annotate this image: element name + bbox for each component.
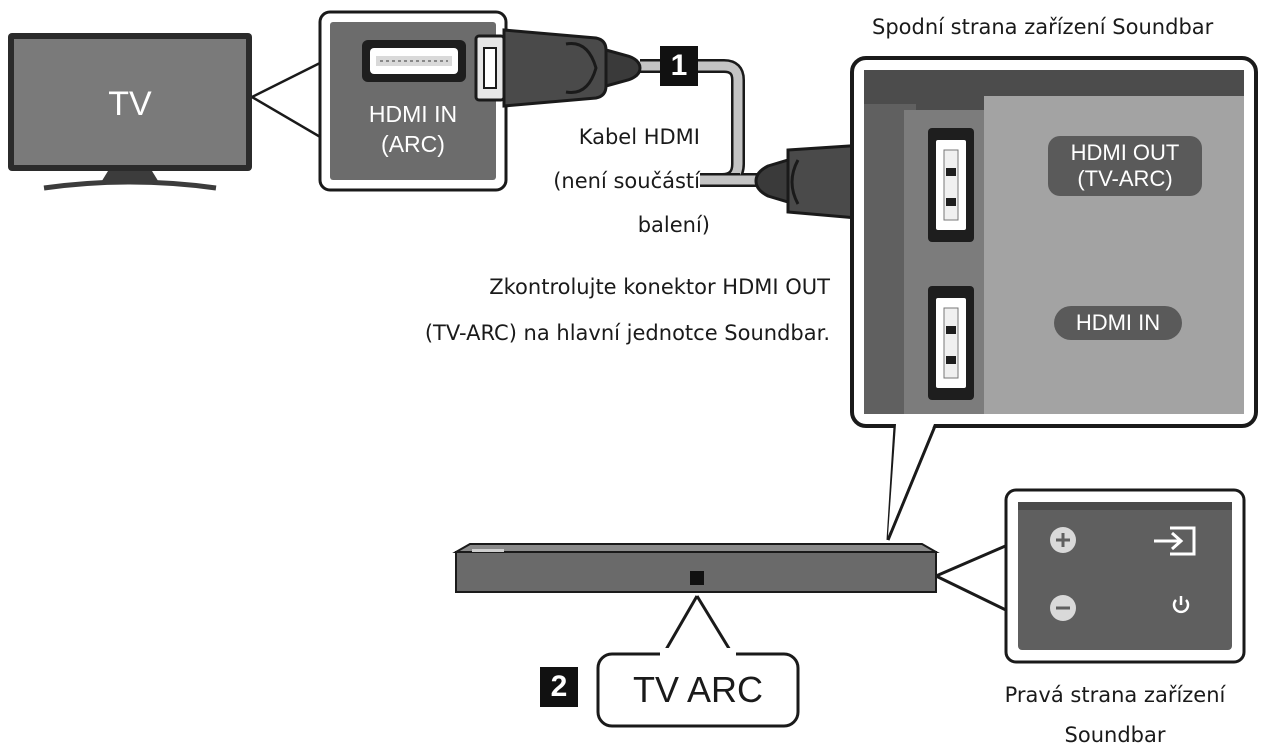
soundbar-illustration [452, 543, 940, 593]
cable-plug-top [474, 28, 642, 108]
tv-port-label-line2: (ARC) [381, 131, 445, 157]
step-1-marker [660, 46, 698, 86]
instruction-line1: Zkontrolujte konektor HDMI OUT [489, 275, 830, 299]
step-1-number: 1 [670, 49, 688, 82]
instruction-line2: (TV-ARC) na hlavní jednotce Soundbar. [424, 321, 830, 345]
display-callout-gap [660, 648, 736, 658]
cable-label-line1: Kabel HDMI [578, 125, 700, 149]
tv-illustration [8, 33, 252, 191]
tv-arc-display-text: TV ARC [632, 669, 764, 710]
tv-callout-line [251, 60, 323, 140]
hdmi-out-label-line1: HDMI OUT [1070, 140, 1180, 165]
side-callout-line [935, 542, 1011, 614]
minus-icon [1050, 595, 1076, 621]
input-source-icon [1154, 526, 1196, 556]
soundbar-right-side-panel [1004, 488, 1246, 664]
tv-port-panel [318, 10, 508, 192]
closeup-callout-fill [888, 424, 934, 536]
step-2-marker [540, 667, 578, 707]
hdmi-out-label-line2: (TV-ARC) [1077, 166, 1173, 191]
right-side-label-line1: Pravá strana zařízení [1004, 683, 1226, 707]
plus-icon [1050, 527, 1076, 553]
power-icon [1172, 596, 1190, 614]
step-2-number: 2 [550, 670, 568, 703]
tv-label: TV [108, 85, 152, 123]
bottom-view-title: Spodní strana zařízení Soundbar [872, 15, 1214, 39]
cable-label-line3: balení) [637, 213, 710, 237]
cable-label-line2: (není součástí [553, 169, 700, 193]
tv-port-label-line1: HDMI IN [368, 101, 458, 127]
hdmi-in-label: HDMI IN [1075, 310, 1161, 335]
soundbar-bottom-closeup [850, 56, 1258, 428]
right-side-label-line2: Soundbar [1064, 723, 1166, 747]
